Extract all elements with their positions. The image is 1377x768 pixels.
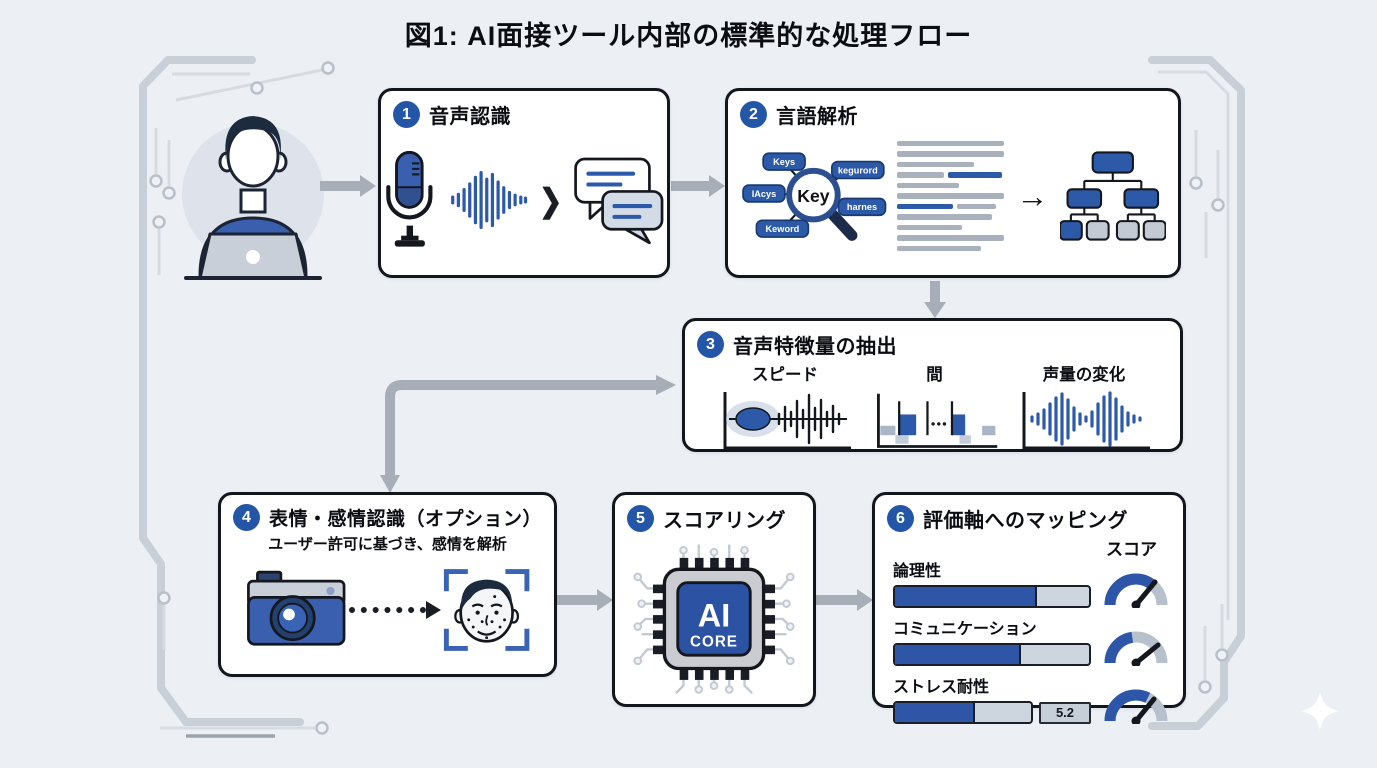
step6-title: 評価軸へのマッピング (923, 510, 1128, 532)
step2-badge: 2 (740, 101, 767, 128)
waveform-icon (450, 170, 527, 230)
keyword-pill: lAcys (752, 189, 777, 199)
step3-graphics: スピード 間 (685, 359, 1180, 458)
figure-title: 図1: AI面接ツール内部の標準的な処理フロー (404, 21, 973, 51)
chevron-right-icon: ❯ (539, 182, 563, 218)
step5-header: 5 スコアリング (615, 495, 813, 533)
keyword-pill: Keys (773, 157, 795, 167)
keyword-magnifier-icon: Key Keys kegurord lAcys harnes Keword (742, 152, 887, 241)
step2-header: 2 言語解析 (728, 91, 1178, 129)
microphone-icon (386, 151, 433, 247)
score-bar-fill (895, 645, 1022, 664)
frame-right (1148, 56, 1245, 730)
step3-voice-features-box: 3 音声特徴量の抽出 スピード (682, 318, 1183, 452)
axis-label: ストレス耐性 (893, 679, 990, 696)
step3-header: 3 音声特徴量の抽出 (685, 321, 1180, 359)
step2-title: 言語解析 (776, 106, 858, 128)
feature-volume: 声量の変化 (1014, 361, 1154, 458)
score-value-chip: 5.2 (1039, 701, 1091, 724)
step6-header: 6 評価軸へのマッピング (875, 495, 1183, 533)
feature-pauses: 間 (869, 361, 1001, 458)
dotted-arrow (349, 601, 441, 619)
frame-left (139, 56, 304, 726)
score-bar-track (893, 701, 1033, 724)
step1-graphics: ❯ (381, 145, 667, 255)
camera-icon (247, 570, 346, 646)
step4-header: 4 表情・感情認識（オプション） (221, 495, 554, 531)
speed-chart-icon (723, 392, 851, 450)
chip-label-ai: AI (698, 598, 730, 634)
transcript-text-block (897, 140, 1005, 252)
step5-graphics: AI CORE (615, 535, 813, 699)
score-bar-fill (895, 703, 975, 722)
arrow-step1-to-step2 (671, 174, 725, 197)
step5-title: スコアリング (663, 510, 786, 532)
evaluation-row-logic: 論理性 (893, 557, 1169, 608)
face-detection-icon (443, 569, 530, 651)
arrow-right-icon: → (1016, 177, 1049, 214)
elbow-connector-step3-step4 (380, 375, 676, 493)
step4-badge: 4 (233, 504, 260, 531)
syntax-tree-icon (1060, 151, 1166, 241)
chip-label-core: CORE (690, 634, 738, 651)
feature-speed: スピード (715, 361, 855, 458)
evaluation-row-stress: ストレス耐性 5.2 (893, 673, 1169, 724)
arrow-step5-to-step6 (816, 588, 873, 611)
step3-badge: 3 (697, 331, 724, 358)
step6-badge: 6 (887, 505, 914, 532)
interviewee-illustration (168, 98, 338, 289)
step4-subtitle: ユーザー許可に基づき、感情を解析 (268, 536, 507, 553)
step4-graphics (221, 554, 554, 658)
feature-label: スピード (752, 366, 818, 384)
evaluation-rows: 論理性 コミュニケーション (875, 533, 1183, 724)
arrow-step2-to-step3 (924, 281, 946, 318)
step4-title: 表情・感情認識（オプション） (269, 509, 543, 530)
ai-core-chip-icon: AI CORE (633, 544, 795, 695)
step3-title: 音声特徴量の抽出 (733, 336, 897, 358)
pause-chart-icon (876, 393, 997, 448)
step5-badge: 5 (627, 505, 654, 532)
gauge-icon (1104, 689, 1168, 724)
step1-badge: 1 (393, 101, 420, 128)
arrow-person-to-step1 (320, 174, 376, 197)
sparkle-icon (1301, 692, 1339, 730)
step1-speech-recognition-box: 1 音声認識 (378, 88, 670, 278)
step1-title: 音声認識 (429, 106, 511, 128)
axis-label: 論理性 (893, 563, 942, 580)
gauge-icon (1104, 631, 1168, 666)
score-bar-track (893, 643, 1091, 666)
step5-scoring-box: 5 スコアリング (612, 492, 816, 707)
arrow-step4-to-step5 (557, 588, 613, 611)
keyword-pill: harnes (847, 202, 877, 212)
feature-label: 声量の変化 (1042, 366, 1126, 384)
step6-mapping-box: 6 評価軸へのマッピング スコア 論理性 (872, 492, 1186, 724)
step1-header: 1 音声認識 (381, 91, 667, 129)
keyword-pill: kegurord (838, 165, 878, 175)
magnifier-label: Key (797, 186, 829, 206)
step2-graphics: Key Keys kegurord lAcys harnes Keword (728, 129, 1178, 257)
keyword-pill: Keword (766, 224, 800, 234)
person-at-laptop-icon (182, 116, 324, 280)
axis-label: コミュニケーション (893, 621, 1037, 638)
score-bar-fill (895, 587, 1037, 606)
speech-bubbles-icon (574, 157, 664, 245)
feature-label: 間 (926, 366, 943, 384)
score-column-label: スコア (1106, 540, 1157, 559)
gauge-icon (1104, 573, 1168, 608)
volume-chart-icon (1022, 391, 1150, 450)
step4-emotion-recognition-box: 4 表情・感情認識（オプション） ユーザー許可に基づき、感情を解析 (218, 492, 557, 677)
score-bar-track (893, 585, 1091, 608)
evaluation-row-communication: コミュニケーション (893, 615, 1169, 666)
step2-language-analysis-box: 2 言語解析 Key (725, 88, 1181, 278)
